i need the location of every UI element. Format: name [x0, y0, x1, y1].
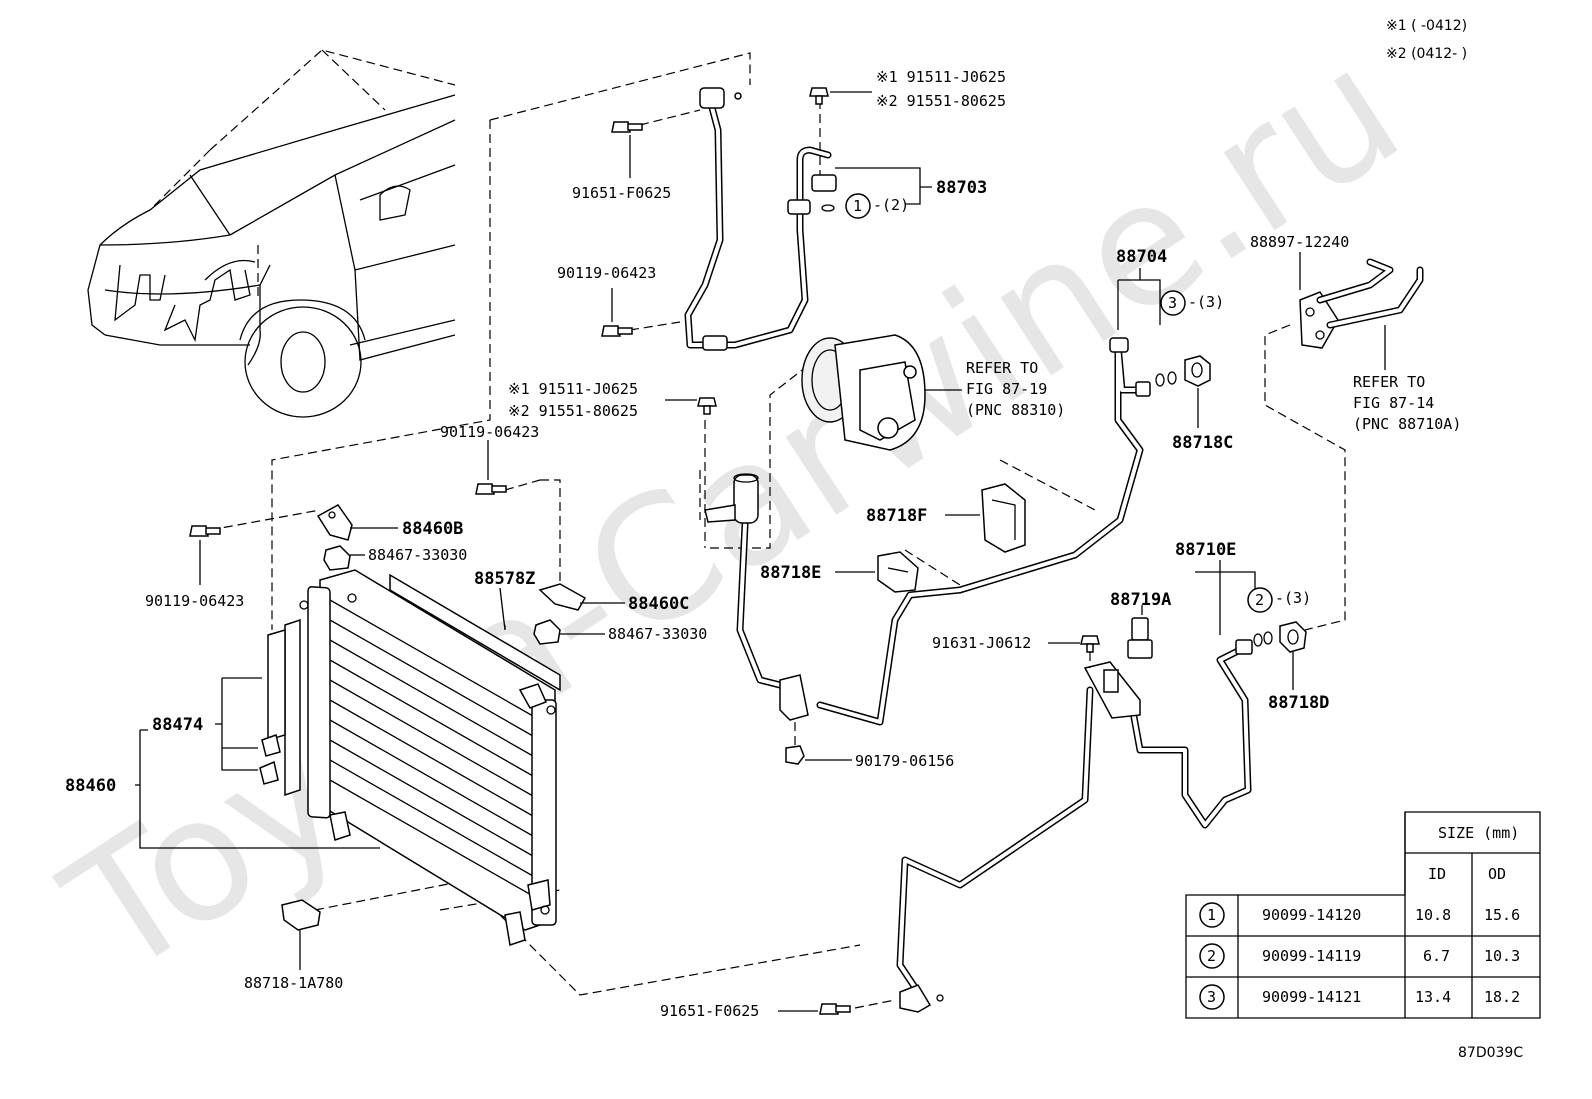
label-refer-compressor-2: FIG 87-19	[966, 380, 1047, 398]
size-row-id: 10.8	[1415, 906, 1451, 924]
size-table-header: SIZE (mm)	[1438, 824, 1519, 842]
label-refer-compressor-3: (PNC 88310)	[966, 401, 1065, 419]
liquid-pipe	[704, 473, 809, 721]
label-90119-left: 90119-06423	[145, 592, 244, 610]
size-table: SIZE (mm) ID OD 1 90099-14120 10.8 15.6 …	[1185, 811, 1541, 1019]
nut-88718c	[1184, 355, 1211, 387]
bracket-88460c	[538, 583, 587, 611]
ref-circle-2	[1247, 587, 1273, 613]
legend-note1: ※1 ( -0412)	[1386, 18, 1467, 34]
bolt-90119-upper	[601, 325, 633, 337]
leader-88703	[835, 167, 932, 205]
size-row-ref: 1	[1207, 906, 1216, 924]
bolt-mid	[697, 397, 717, 415]
compressor	[801, 334, 926, 451]
size-row-ref: 2	[1207, 947, 1216, 965]
size-row-id: 13.4	[1415, 988, 1451, 1006]
assembly-boundary-lines	[209, 52, 861, 996]
bracket-88474	[259, 734, 281, 785]
condenser-88460	[267, 569, 561, 946]
label-bolt-top-note2: ※2 91551-80625	[876, 92, 1006, 110]
label-88460b: 88460B	[402, 519, 463, 539]
clip-88718f	[981, 483, 1026, 553]
bolt-91651-bottom	[819, 1003, 851, 1015]
label-88710e: 88710E	[1175, 540, 1236, 560]
label-88718-1a780: 88718-1A780	[244, 974, 343, 992]
label-88718e: 88718E	[760, 563, 821, 583]
legend-note2: ※2 (0412- )	[1386, 46, 1467, 62]
label-88718f: 88718F	[866, 506, 927, 526]
label-90179: 90179-06156	[855, 752, 954, 770]
label-bolt-mid-note2: ※2 91551-80625	[508, 402, 638, 420]
label-88704-tag: -(3)	[1188, 293, 1224, 311]
bracket-88460b	[316, 504, 353, 541]
size-row-od: 15.6	[1484, 906, 1520, 924]
label-88704: 88704	[1116, 247, 1167, 267]
label-88460: 88460	[65, 776, 116, 796]
size-row-part: 90099-14119	[1262, 947, 1361, 965]
label-refer-evap-3: (PNC 88710A)	[1353, 415, 1461, 433]
bolt-90119-left	[189, 525, 221, 537]
bolt-91631	[1080, 635, 1100, 653]
label-88474: 88474	[152, 715, 203, 735]
label-88718c: 88718C	[1172, 433, 1233, 453]
liquid-tube-88710e	[896, 631, 1273, 1013]
label-refer-compressor-1: REFER TO	[966, 359, 1038, 377]
label-bolt-mid-note1: ※1 91511-J0625	[508, 380, 638, 398]
label-88897: 88897-12240	[1250, 233, 1349, 251]
ref-circle-1	[845, 193, 871, 219]
label-88703-tag: -(2)	[873, 196, 909, 214]
label-91631: 91631-J0612	[932, 634, 1031, 652]
label-refer-evap-2: FIG 87-14	[1353, 394, 1434, 412]
label-91651-bottom: 91651-F0625	[660, 1002, 759, 1020]
svg-text:3: 3	[1168, 294, 1177, 312]
label-bolt-top-note1: ※1 91511-J0625	[876, 68, 1006, 86]
size-row-od: 18.2	[1484, 988, 1520, 1006]
size-table-col-od: OD	[1488, 865, 1506, 883]
size-row-part: 90099-14121	[1262, 988, 1361, 1006]
ref-circle-3	[1160, 290, 1186, 316]
bolt-91651-top	[611, 121, 643, 133]
label-88467-a: 88467-33030	[368, 546, 467, 564]
cushion-88467-a	[323, 545, 351, 571]
label-88467-b: 88467-33030	[608, 625, 707, 643]
pressure-switch-88719a	[1127, 617, 1153, 659]
size-row-id: 6.7	[1423, 947, 1450, 965]
label-88719a: 88719A	[1110, 590, 1171, 610]
label-90119-mid: 90119-06423	[440, 423, 539, 441]
label-refer-evap-1: REFER TO	[1353, 373, 1425, 391]
suction-pipe-88704	[816, 337, 1177, 726]
nut-90179	[785, 745, 805, 765]
size-row-ref: 3	[1207, 988, 1216, 1006]
label-91651-top: 91651-F0625	[572, 184, 671, 202]
evaporator-fitting	[1299, 258, 1424, 349]
size-row-od: 10.3	[1484, 947, 1520, 965]
svg-text:2: 2	[1255, 591, 1264, 609]
size-table-col-id: ID	[1428, 865, 1446, 883]
clip-88718-1a780	[281, 899, 321, 931]
label-88460c: 88460C	[628, 594, 689, 614]
bolt-90119-mid	[475, 483, 507, 495]
svg-text:1: 1	[853, 197, 862, 215]
figure-code: 87D039C	[1458, 1045, 1523, 1061]
label-88703: 88703	[936, 178, 987, 198]
nut-88718d	[1279, 621, 1307, 653]
clip-88718e	[877, 551, 919, 593]
label-88710e-tag: -(3)	[1275, 589, 1311, 607]
label-88578z: 88578Z	[474, 569, 535, 589]
label-88718d: 88718D	[1268, 693, 1329, 713]
label-90119-upper: 90119-06423	[557, 264, 656, 282]
upper-hose-assembly	[629, 87, 837, 520]
size-row-part: 90099-14120	[1262, 906, 1361, 924]
cushion-88467-b	[533, 619, 561, 645]
bolt-top	[809, 87, 829, 105]
vehicle-outline	[87, 49, 456, 418]
